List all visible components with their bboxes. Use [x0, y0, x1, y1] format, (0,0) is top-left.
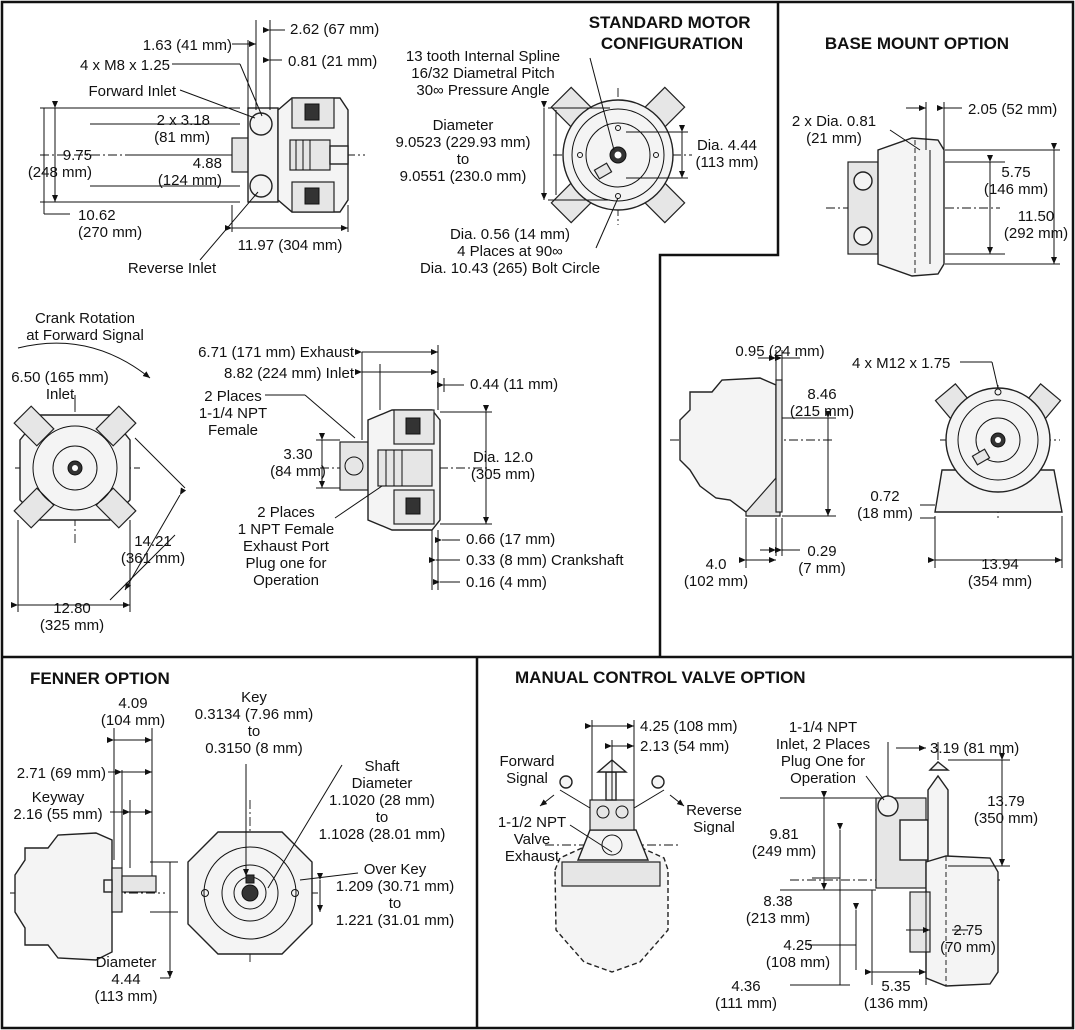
standard-dimension-label: 0.33 (8 mm) Crankshaft — [466, 552, 624, 569]
standard-panel-divider — [658, 2, 780, 657]
manual-dimension-label: 5.35(136 mm) — [864, 978, 928, 1012]
standard-dimension-label: 14.21(361 mm) — [121, 533, 185, 567]
manual-dimension-label: 4.25 (108 mm) — [640, 718, 738, 735]
base-dimension-label: 0.72(18 mm) — [857, 488, 913, 522]
rotated-front-view — [11, 342, 187, 612]
fenner-dimension-label: 4.09(104 mm) — [101, 695, 165, 729]
standard-dimension-label: 11.97 (304 mm) — [238, 237, 343, 254]
standard-dimension-label: 4.88(124 mm) — [158, 155, 222, 189]
manual-dimension-label: 4.25(108 mm) — [766, 937, 830, 971]
standard-dimension-label: Forward Inlet — [88, 83, 176, 100]
standard-dimension-label: Reverse Inlet — [128, 260, 217, 277]
manual-dimension-label: 13.79(350 mm) — [974, 793, 1038, 827]
standard-dimension-label: 0.66 (17 mm) — [466, 531, 555, 548]
standard-title: STANDARD MOTOR CONFIGURATION — [589, 13, 756, 53]
base-dimension-label: 2.05 (52 mm) — [968, 101, 1057, 118]
standard-dimension-label: 6.50 (165 mm)Inlet — [11, 369, 109, 403]
base-dimension-label: 13.94(354 mm) — [968, 556, 1032, 590]
base-front-view — [920, 361, 1063, 568]
manual-side-view — [780, 742, 1010, 987]
base-dimension-label: 2 x Dia. 0.81(21 mm) — [792, 113, 876, 147]
manual-dimension-label: 8.38(213 mm) — [746, 893, 810, 927]
base-dimension-label: 4.0(102 mm) — [684, 556, 748, 590]
manual-dimension-label: 3.19 (81 mm) — [930, 740, 1019, 757]
manual-valve-title: MANUAL CONTROL VALVE OPTION — [515, 668, 806, 687]
base-side-view — [670, 350, 836, 568]
standard-side-view — [40, 20, 365, 261]
standard-dimension-label: 2.62 (67 mm) — [290, 21, 379, 38]
base-dimension-label: 0.95 (24 mm) — [735, 343, 824, 360]
base-dimension-label: 0.29(7 mm) — [798, 543, 846, 577]
base-dimension-label: 11.50(292 mm) — [1004, 208, 1068, 242]
base-mount-title: BASE MOUNT OPTION — [825, 34, 1009, 53]
standard-dimension-label: Dia. 0.56 (14 mm)4 Places at 90∞Dia. 10.… — [420, 226, 600, 277]
standard-dimension-label: 4 x M8 x 1.25 — [80, 57, 170, 74]
standard-dimension-label: 6.71 (171 mm) Exhaust — [198, 344, 355, 361]
standard-dimension-label: Dia. 12.0(305 mm) — [471, 449, 535, 483]
base-top-view — [826, 102, 1060, 277]
manual-dimension-label: 9.81(249 mm) — [752, 826, 816, 860]
standard-dimension-label: 1.63 (41 mm) — [143, 37, 232, 54]
standard-dimension-label: 10.62(270 mm) — [78, 207, 142, 241]
manual-dimension-label: 2.75(70 mm) — [940, 922, 996, 956]
standard-dimension-label: Dia. 4.44(113 mm) — [695, 137, 758, 171]
manual-front-view — [539, 720, 685, 973]
standard-dimension-label: 0.16 (4 mm) — [466, 574, 547, 591]
manual-dimension-label: 4.36(111 mm) — [715, 978, 777, 1012]
base-dimension-label: 8.46(215 mm) — [790, 386, 854, 420]
base-dimension-label: 5.75(146 mm) — [984, 164, 1048, 198]
fenner-front-view — [187, 764, 359, 965]
standard-dimension-label: 3.30(84 mm) — [270, 446, 326, 480]
manual-dimension-label: 2.13 (54 mm) — [640, 738, 729, 755]
standard-dimension-label: 8.82 (224 mm) Inlet — [224, 365, 355, 382]
fenner-title: FENNER OPTION — [30, 669, 170, 688]
standard-dimension-label: 9.75(248 mm) — [28, 147, 92, 181]
fenner-dimension-label: 2.71 (69 mm) — [17, 765, 106, 782]
base-dimension-label: 4 x M12 x 1.75 — [852, 355, 950, 372]
standard-dimension-label: 0.44 (11 mm) — [470, 376, 558, 393]
standard-dimension-label: 0.81 (21 mm) — [288, 53, 377, 70]
standard-dimension-label: 2 x 3.18(81 mm) — [154, 112, 210, 146]
standard-dimension-label: 12.80(325 mm) — [40, 600, 104, 634]
dimension-labels: 2.62 (67 mm) 1.63 (41 mm) 4 x M8 x 1.25 0.8… — [11, 21, 1068, 1012]
standard-front-view — [541, 57, 692, 249]
standard-mid-side-view — [265, 345, 492, 590]
fenner-side-view — [10, 728, 178, 979]
